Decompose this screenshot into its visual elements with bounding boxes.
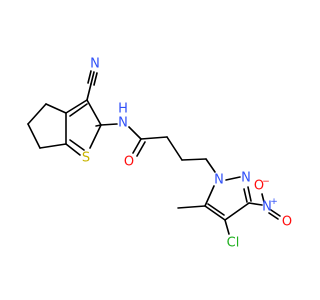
bond-th-c2-s	[89, 124, 102, 149]
bond-pz-n2-c3-double-2	[243, 188, 248, 203]
bond-pz-c4-c5-double-1	[204, 205, 226, 221]
bond-nitrile-triple-2	[87, 70, 92, 84]
bond-cp-3	[27, 123, 41, 149]
bond-co-double-2	[136, 141, 146, 157]
bond-co-double-1	[132, 138, 142, 154]
atom-labels: N N H S O N N N + O − O Cl	[82, 57, 292, 251]
bond-chain-1	[140, 136, 168, 140]
bond-cp-2	[27, 103, 47, 125]
bond-chain-2	[166, 136, 183, 161]
atom-chloro: Cl	[227, 236, 240, 251]
bond-pz-n1-n2	[225, 176, 241, 181]
bond-nitro	[248, 202, 263, 206]
bond-th-c7a-c2-double	[69, 139, 85, 151]
bond-th-c3-c2	[86, 99, 102, 126]
bond-c2-nh	[100, 123, 118, 126]
bond-lines	[27, 70, 281, 235]
atom-thiophene-s: S	[82, 151, 90, 166]
atom-nitro-o-right: O	[282, 215, 292, 230]
bond-methyl	[177, 205, 206, 209]
atom-amide-h: H	[118, 102, 128, 117]
bond-cp-1	[45, 103, 67, 114]
bond-pz-c5-n1	[204, 185, 215, 207]
molecule-structure: N N H S O N N N + O − O Cl	[27, 57, 292, 251]
atom-carbonyl-o: O	[124, 155, 134, 170]
bond-nitro-o-right-2	[268, 212, 279, 220]
bond-pz-c3-c4	[224, 202, 250, 221]
bond-nitro-o-right-1	[270, 209, 281, 217]
bond-cp-4	[39, 143, 67, 149]
atom-nitro-o-top: O	[254, 179, 264, 194]
bond-th-c3a-c3	[65, 99, 88, 114]
bond-pz-c4-c5-double-2	[207, 203, 225, 216]
bond-nitrile-c-c	[86, 83, 92, 101]
bond-chloro	[224, 219, 230, 235]
bond-nitrile-triple-3	[93, 72, 98, 86]
atom-pyrazole-n2: N	[241, 171, 251, 186]
charge-nitro-o: −	[262, 177, 270, 187]
bond-nitrile-triple-1	[90, 71, 95, 85]
atom-nitrile-n: N	[90, 57, 100, 72]
bond-chain-3	[181, 158, 207, 161]
atom-amide-nh: N	[118, 116, 128, 131]
bond-th-s-c7a	[65, 143, 81, 156]
atom-pyrazole-n1: N	[214, 173, 224, 188]
bond-pz-n2-c3-double-1	[247, 186, 252, 202]
atom-nitro-n: N	[262, 200, 272, 215]
bond-nitro-o-top	[261, 193, 265, 203]
bond-chain-4	[205, 158, 216, 173]
bond-th-c3a-c3-double	[69, 103, 88, 117]
bond-nh-co	[128, 126, 142, 140]
charge-nitro-n: +	[270, 197, 278, 207]
